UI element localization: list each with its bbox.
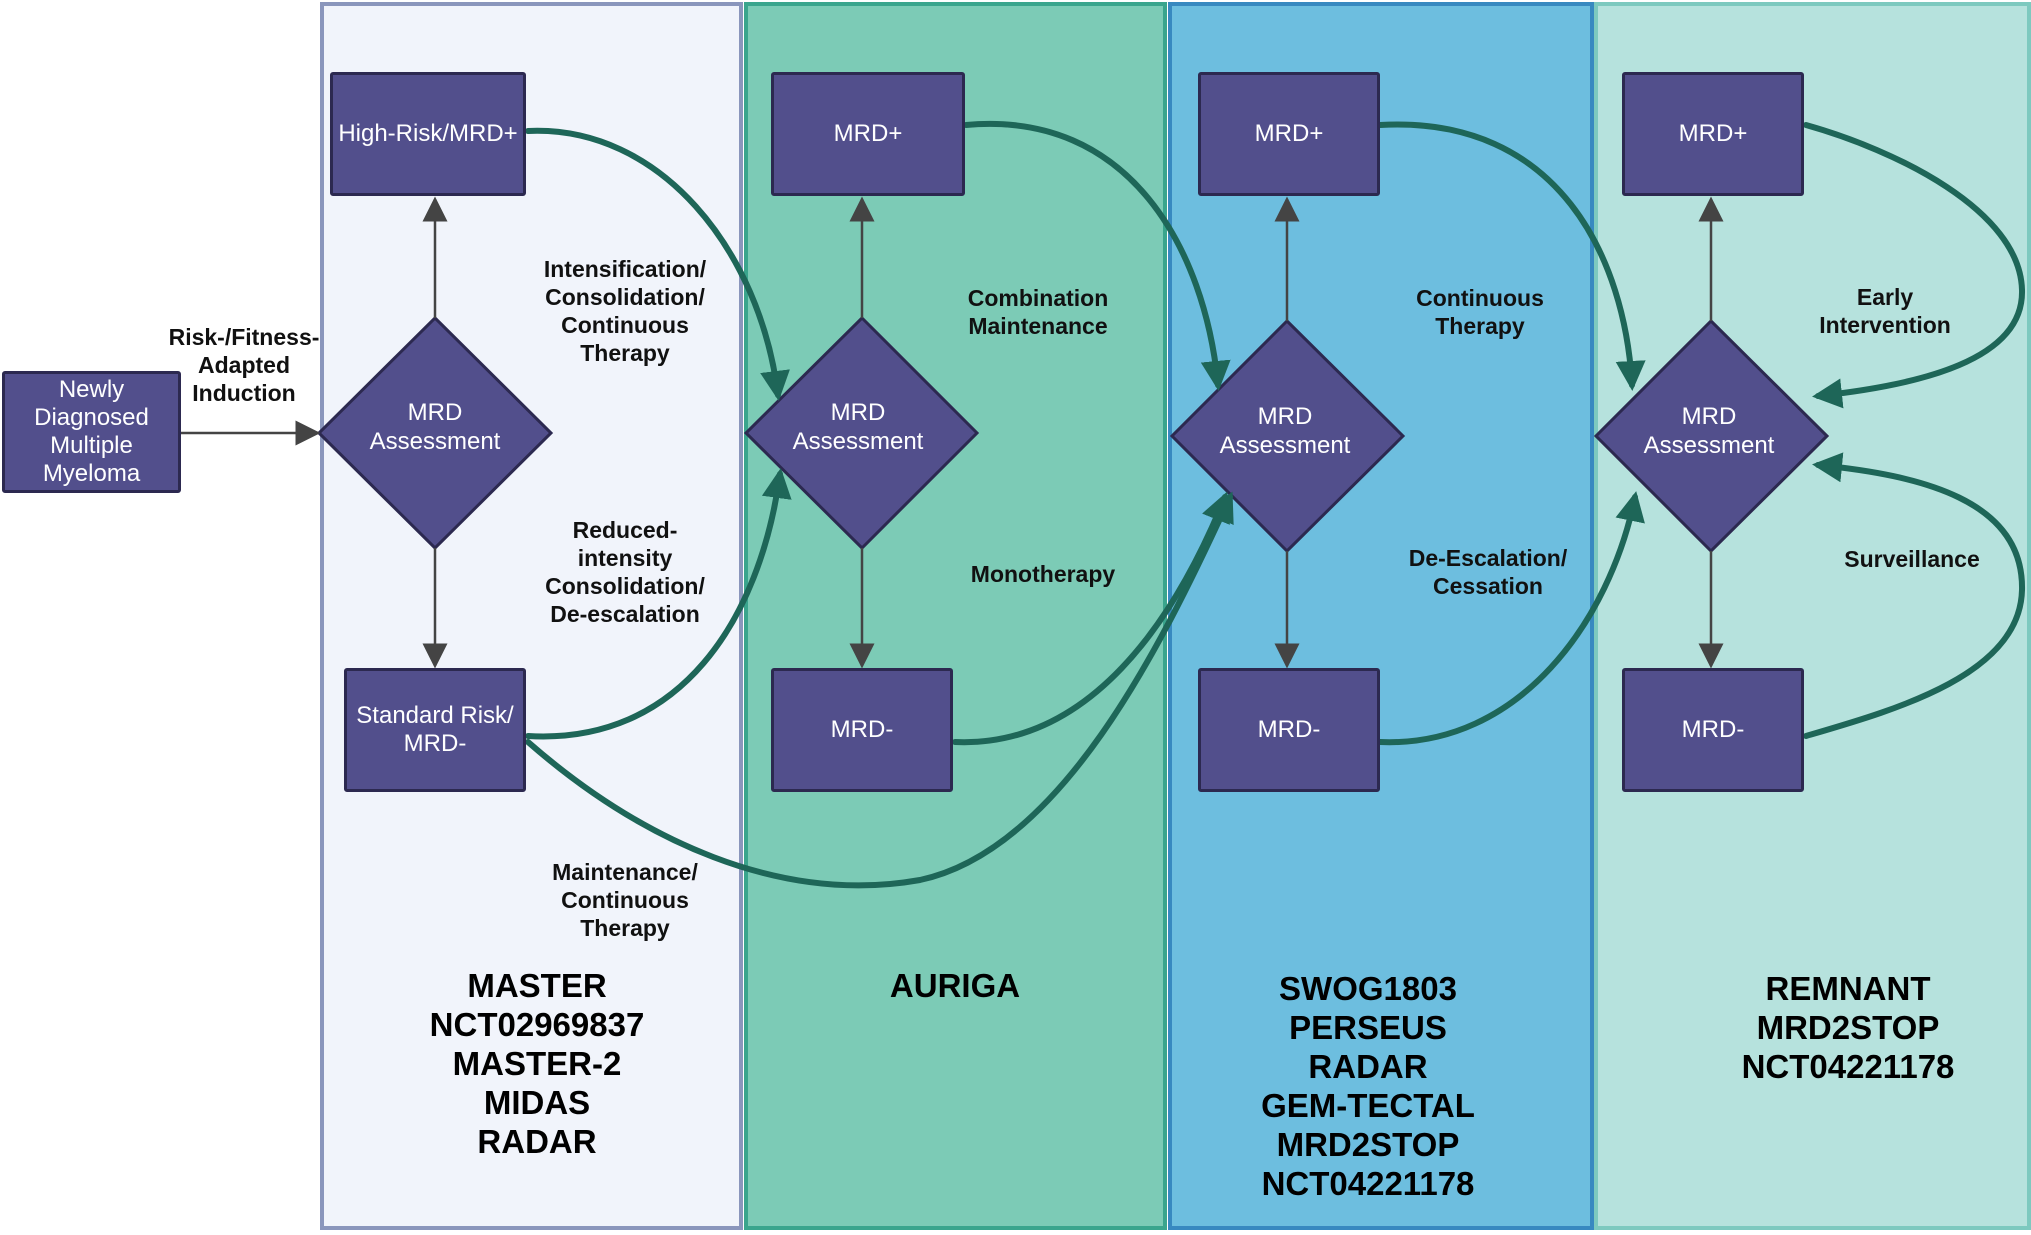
mrd-neg-box-3: MRD- bbox=[1198, 668, 1380, 792]
flow-highrisk-to-d2 bbox=[525, 127, 790, 401]
mrd-neg-box-4: MRD- bbox=[1622, 668, 1804, 792]
standard-risk-mrd-neg-box: Standard Risk/ MRD- bbox=[344, 668, 526, 792]
maintenance-continuous-label: Maintenance/ Continuous Therapy bbox=[552, 859, 698, 941]
mrd-pos-box-3: MRD+ bbox=[1198, 72, 1380, 196]
reduced-intensity-label: Reduced- intensity Consolidation/ De-esc… bbox=[545, 517, 705, 627]
monotherapy-label: Monotherapy bbox=[970, 561, 1116, 587]
trials-panel-2: AURIGA bbox=[889, 967, 1021, 1004]
mrd-assessment-label-4: MRD Assessment bbox=[1643, 403, 1775, 459]
continuous-therapy-label: Continuous Therapy bbox=[1416, 285, 1544, 339]
early-intervention-label: Early Intervention bbox=[1819, 284, 1951, 338]
mrd-pos-box-4: MRD+ bbox=[1622, 72, 1804, 196]
trials-panel-4: REMNANT MRD2STOP NCT04221178 bbox=[1741, 970, 1955, 1085]
flow-mrdneg4-surveillance bbox=[1803, 452, 2026, 739]
trials-panel-3: SWOG1803 PERSEUS RADAR GEM-TECTAL MRD2ST… bbox=[1261, 970, 1475, 1202]
high-risk-mrd-pos-box: High-Risk/MRD+ bbox=[330, 72, 526, 196]
surveillance-label: Surveillance bbox=[1844, 546, 1980, 572]
mrd-pos-box-2: MRD+ bbox=[771, 72, 965, 196]
trials-panel-1: MASTER NCT02969837 MASTER-2 MIDAS RADAR bbox=[429, 967, 645, 1160]
combination-maintenance-label: Combination Maintenance bbox=[967, 285, 1109, 339]
de-escalation-label: De-Escalation/ Cessation bbox=[1408, 545, 1568, 599]
start-node-newly-diagnosed: Newly Diagnosed Multiple Myeloma bbox=[2, 371, 181, 493]
flow-mrdpos4-early bbox=[1803, 122, 2026, 409]
flow-mrdpos2-to-d3 bbox=[963, 120, 1231, 391]
panel-risk-adapted bbox=[320, 2, 743, 1230]
mrd-assessment-label-1: MRD Assessment bbox=[369, 399, 501, 455]
mrd-assessment-label-3: MRD Assessment bbox=[1219, 403, 1351, 459]
panel-continuous-therapy bbox=[1168, 2, 1594, 1230]
flow-mrdneg3-to-d4 bbox=[1377, 491, 1645, 746]
intensification-label: Intensification/ Consolidation/ Continuo… bbox=[543, 256, 707, 366]
induction-label: Risk-/Fitness- Adapted Induction bbox=[168, 324, 320, 406]
flow-mrdneg2-to-d3 bbox=[952, 491, 1230, 746]
flow-mrdpos3-to-d4 bbox=[1377, 121, 1646, 391]
panel-surveillance bbox=[1594, 2, 2031, 1230]
flow-standard-to-d3 bbox=[525, 491, 1234, 889]
mrd-neg-box-2: MRD- bbox=[771, 668, 953, 792]
panel-maintenance bbox=[744, 2, 1167, 1230]
mrd-assessment-label-2: MRD Assessment bbox=[792, 399, 924, 455]
flow-standard-to-d2 bbox=[525, 468, 792, 740]
